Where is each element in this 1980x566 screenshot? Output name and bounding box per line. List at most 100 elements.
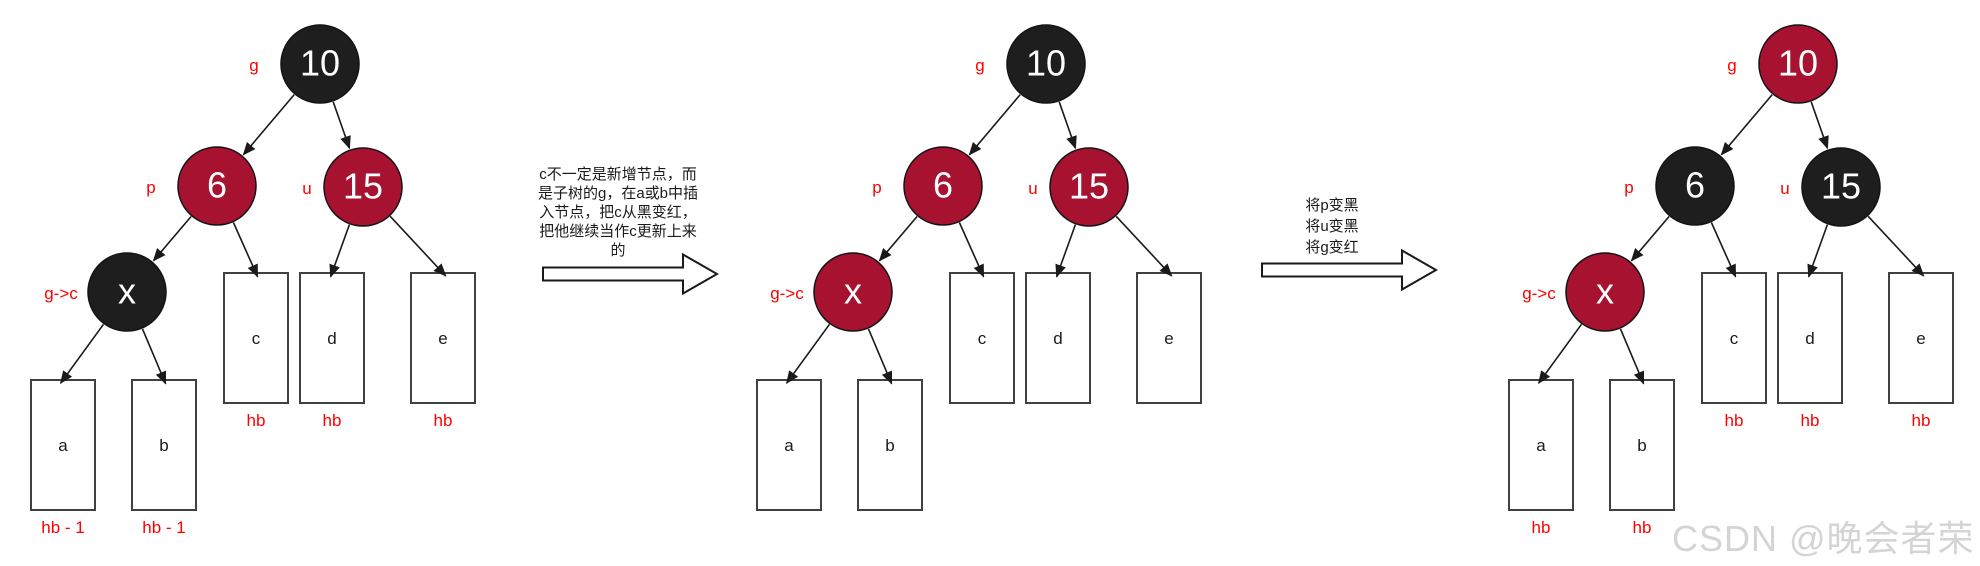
subtree-letter-e: e xyxy=(438,329,447,348)
tree-node-g xyxy=(280,24,360,104)
node-role-label-p: p xyxy=(146,178,155,197)
edge-g-u xyxy=(1058,101,1077,150)
height-label-b: hb xyxy=(1633,518,1652,537)
node-value-u: 15 xyxy=(343,166,383,207)
tree-node-u xyxy=(323,147,403,227)
edge-p-c xyxy=(958,222,985,278)
tree-node-p xyxy=(1655,146,1735,226)
subtree-rect-e xyxy=(1136,272,1202,404)
height-label-e: hb xyxy=(1912,411,1931,430)
subtree-rect-a xyxy=(756,379,822,511)
annotation-line: c不一定是新增节点，而 xyxy=(539,166,697,183)
node-role-label-u: u xyxy=(302,179,311,198)
edge-x-a xyxy=(1537,323,1583,385)
edge-u-d xyxy=(1055,224,1077,278)
height-label-d: hb xyxy=(323,411,342,430)
height-label-a: hb - 1 xyxy=(41,518,84,537)
annotation-line: 将g变红 xyxy=(1305,239,1359,256)
tree-node-x xyxy=(813,252,893,332)
tree-node-g xyxy=(1006,24,1086,104)
subtree-letter-b: b xyxy=(885,436,894,455)
node-value-x: x xyxy=(844,271,862,312)
annotation-line: 的 xyxy=(610,242,626,259)
subtree-rect-c xyxy=(1701,272,1767,404)
node-role-label-x: g->c xyxy=(770,284,804,303)
node-role-label-p: p xyxy=(872,178,881,197)
edge-x-a xyxy=(59,323,105,385)
subtree-letter-a: a xyxy=(784,436,794,455)
edge-g-p xyxy=(1720,94,1773,156)
tree-node-u xyxy=(1049,147,1129,227)
edge-x-a xyxy=(785,323,831,385)
tree-node-p xyxy=(903,146,983,226)
node-role-label-x: g->c xyxy=(44,284,78,303)
node-value-u: 15 xyxy=(1069,166,1109,207)
height-label-c: hb xyxy=(1725,411,1744,430)
node-value-p: 6 xyxy=(933,165,953,206)
edge-x-b xyxy=(141,328,167,385)
subtree-letter-d: d xyxy=(327,329,336,348)
edge-x-b xyxy=(867,328,893,385)
node-value-g: 10 xyxy=(1778,43,1818,84)
edge-u-e xyxy=(389,215,447,277)
tree-node-p xyxy=(177,146,257,226)
edge-u-e xyxy=(1115,215,1173,277)
block-arrow-2 xyxy=(1261,248,1439,292)
annotation-line: 将p变黑 xyxy=(1305,197,1359,214)
annotation-insert-case-note: c不一定是新增节点，而 是子树的g，在a或b中插 入节点，把c从黑变红， 把他继… xyxy=(493,165,743,260)
node-value-p: 6 xyxy=(1685,165,1705,206)
edge-g-p xyxy=(242,94,295,156)
edge-x-b xyxy=(1619,328,1645,385)
edge-u-d xyxy=(329,224,351,278)
node-role-label-g: g xyxy=(975,56,984,75)
node-role-label-p: p xyxy=(1624,178,1633,197)
edge-u-d xyxy=(1807,224,1829,278)
subtree-rect-b xyxy=(857,379,923,511)
edge-g-u xyxy=(332,101,351,150)
subtree-letter-b: b xyxy=(1637,436,1646,455)
subtree-rect-d xyxy=(299,272,365,404)
subtree-rect-e xyxy=(410,272,476,404)
node-role-label-g: g xyxy=(1727,56,1736,75)
subtree-rect-e xyxy=(1888,272,1954,404)
subtree-rect-c xyxy=(949,272,1015,404)
node-role-label-g: g xyxy=(249,56,258,75)
node-value-u: 15 xyxy=(1821,166,1861,207)
edge-p-x xyxy=(878,215,918,262)
tree-node-x xyxy=(1565,252,1645,332)
node-role-label-u: u xyxy=(1028,179,1037,198)
edge-p-x xyxy=(152,215,192,262)
height-label-a: hb xyxy=(1532,518,1551,537)
height-label-d: hb xyxy=(1801,411,1820,430)
edge-p-c xyxy=(232,222,259,278)
node-role-label-x: g->c xyxy=(1522,284,1556,303)
node-value-x: x xyxy=(118,271,136,312)
edge-p-c xyxy=(1710,222,1737,278)
subtree-rect-b xyxy=(131,379,197,511)
subtree-letter-e: e xyxy=(1916,329,1925,348)
node-value-g: 10 xyxy=(300,43,340,84)
height-label-e: hb xyxy=(434,411,453,430)
subtree-letter-b: b xyxy=(159,436,168,455)
subtree-letter-c: c xyxy=(978,329,987,348)
subtree-letter-e: e xyxy=(1164,329,1173,348)
annotation-line: 将u变黑 xyxy=(1305,218,1359,235)
node-value-g: 10 xyxy=(1026,43,1066,84)
edge-p-x xyxy=(1630,215,1670,262)
height-label-c: hb xyxy=(247,411,266,430)
edge-g-p xyxy=(968,94,1021,156)
tree-node-u xyxy=(1801,147,1881,227)
tree-x-turned-red: a b c d e 10 g 6 p 15 u x g->c xyxy=(756,24,1202,511)
subtree-letter-d: d xyxy=(1053,329,1062,348)
node-role-label-u: u xyxy=(1780,179,1789,198)
subtree-letter-c: c xyxy=(252,329,261,348)
subtree-letter-a: a xyxy=(58,436,68,455)
edge-g-u xyxy=(1810,101,1829,150)
annotation-line: 入节点，把c从黑变红， xyxy=(539,204,697,221)
annotation-line: 把他继续当作c更新上来 xyxy=(539,223,697,240)
height-label-b: hb - 1 xyxy=(142,518,185,537)
